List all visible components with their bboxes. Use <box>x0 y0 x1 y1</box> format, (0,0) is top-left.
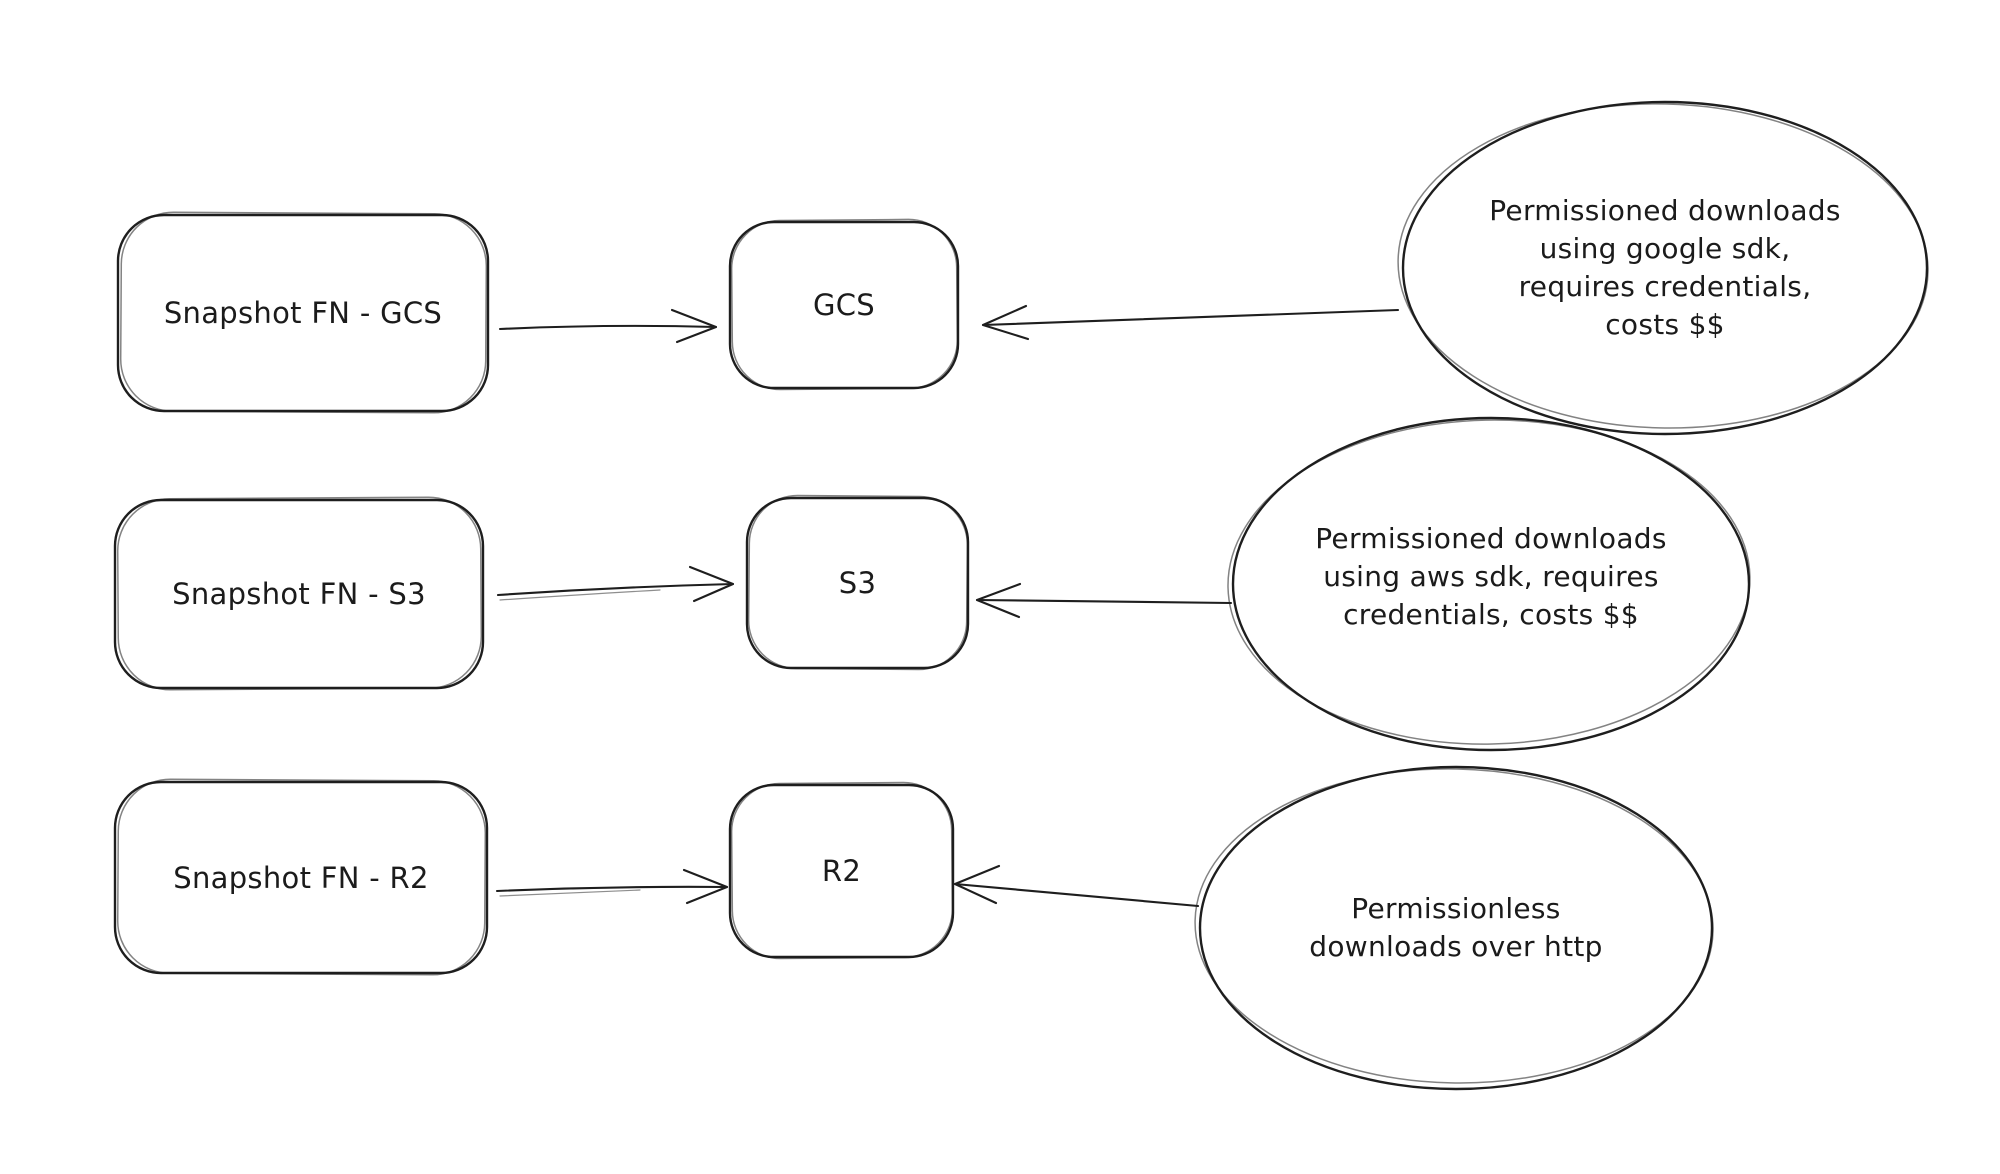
arrow-note-to-s3 <box>975 582 1233 619</box>
rect-outline <box>728 783 955 959</box>
rect-outline <box>728 220 960 390</box>
source-node-snapshot-fn-s3 <box>113 496 485 691</box>
target-node-label-s3: S3 <box>838 566 877 600</box>
rect-outline-sketch <box>730 781 954 960</box>
source-node-label-r2: Snapshot FN - R2 <box>173 860 429 895</box>
note-line: Permissioned downloads <box>1489 194 1841 227</box>
target-node-r2 <box>728 781 955 960</box>
ellipse-outline <box>1231 416 1751 752</box>
source-node-label-s3: Snapshot FN - S3 <box>172 577 426 611</box>
ellipse-outline-sketch <box>1397 103 1929 429</box>
note-bubble-gcs <box>1397 100 1929 436</box>
note-line: using aws sdk, requires <box>1323 560 1659 593</box>
note-line: using google sdk, <box>1539 232 1791 265</box>
ellipse-outline-sketch <box>1227 419 1751 745</box>
note-line: credentials, costs $$ <box>1343 598 1639 631</box>
rect-outline-sketch <box>116 778 487 976</box>
arrow-line <box>498 324 718 331</box>
arrow-note-to-gcs <box>981 304 1400 341</box>
note-line: downloads over http <box>1309 930 1603 963</box>
target-node-s3 <box>745 494 970 671</box>
ellipse-outline <box>1198 765 1714 1091</box>
rect-outline <box>113 498 485 690</box>
note-text-gcs: Permissioned downloads using google sdk,… <box>1403 102 1927 434</box>
note-line: costs $$ <box>1605 308 1725 341</box>
rect-outline-sketch <box>747 494 969 671</box>
ellipse-outline-sketch <box>1194 768 1714 1084</box>
note-bubble-r2 <box>1194 765 1714 1091</box>
rect-outline-sketch <box>119 211 488 414</box>
arrow-line <box>495 885 729 893</box>
arrow-note-to-r2 <box>953 864 1200 908</box>
ellipse-outline <box>1401 100 1929 436</box>
note-text-s3: Permissioned downloads using aws sdk, re… <box>1233 418 1749 750</box>
target-node-gcs <box>728 218 960 391</box>
target-node-label-gcs: GCS <box>812 288 876 322</box>
arrow-source-to-gcs <box>498 308 718 344</box>
note-line: Permissionless <box>1351 892 1561 925</box>
arrow-source-to-s3 <box>496 565 735 603</box>
note-line: Permissioned downloads <box>1315 522 1667 555</box>
arrow-line <box>975 598 1233 605</box>
arrow-line <box>953 882 1200 908</box>
note-text-r2: Permissionless downloads over http <box>1200 767 1712 1089</box>
arrow-line <box>496 582 735 597</box>
arrowhead <box>670 308 718 344</box>
rect-outline <box>116 213 490 413</box>
arrow-source-to-r2 <box>495 868 729 905</box>
arrow-line-sketch <box>499 889 641 897</box>
arrow-line-sketch <box>499 589 661 601</box>
source-node-snapshot-fn-r2 <box>113 778 489 976</box>
note-line: requires credentials, <box>1518 270 1812 303</box>
rect-outline <box>745 496 970 670</box>
arrowhead <box>981 304 1030 341</box>
source-node-snapshot-fn-gcs <box>116 211 490 414</box>
rect-outline-sketch <box>116 496 483 691</box>
target-node-label-r2: R2 <box>821 854 862 888</box>
arrowhead <box>682 868 729 905</box>
source-node-label-gcs: Snapshot FN - GCS <box>163 296 443 330</box>
arrowhead <box>975 582 1022 619</box>
rect-outline-sketch <box>730 218 959 391</box>
rect-outline <box>113 780 489 975</box>
note-bubble-s3 <box>1227 416 1751 752</box>
arrow-line <box>981 308 1400 327</box>
arrowhead <box>953 864 1001 905</box>
arrowhead <box>688 565 735 603</box>
